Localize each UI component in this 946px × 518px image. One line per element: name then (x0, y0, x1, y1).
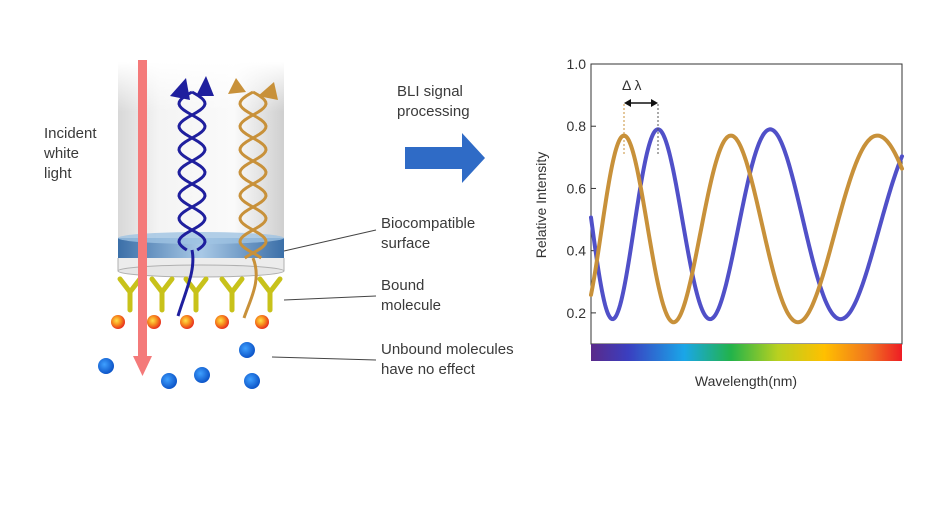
processing-label: BLI signal processing (397, 83, 470, 120)
bound-molecule-label: Bound molecule (381, 277, 442, 314)
delta-lambda-label: Δ λ (622, 77, 641, 93)
reflected-wave-dark (170, 76, 214, 317)
y-tick-label: 0.2 (567, 305, 587, 321)
series-blue-line (589, 127, 904, 322)
biocompatible-surface-label: Biocompatible surface (381, 215, 476, 252)
incident-light-beam (133, 60, 152, 376)
antibody-icon (257, 276, 283, 313)
intensity-chart: 0.2 0.4 0.6 0.8 1.0 Relative Intensity Δ λ W… (533, 56, 904, 389)
delta-lambda-marker: Δ λ (622, 77, 659, 156)
reflected-wave-gold (228, 78, 278, 319)
wavelength-spectrum-bar (591, 344, 902, 361)
antibody-icon (149, 276, 175, 313)
y-axis-label: Relative Intensity (533, 152, 549, 259)
y-tick-label: 0.8 (567, 118, 587, 134)
bound-molecule (255, 315, 269, 329)
antibody-layer (117, 276, 283, 313)
bound-molecules (111, 315, 269, 329)
leader-lines (271, 229, 377, 361)
process-arrow (405, 133, 485, 183)
y-tick-label: 1.0 (567, 56, 587, 72)
bound-molecule (111, 315, 125, 329)
y-tick-label: 0.6 (567, 180, 587, 196)
unbound-molecules (98, 342, 260, 389)
antibody-icon (219, 276, 245, 313)
bound-molecule (180, 315, 194, 329)
incident-light-label: Incident white light (44, 125, 97, 182)
antibody-icon (183, 276, 209, 313)
antibody-icon (117, 276, 143, 313)
x-axis-label: Wavelength(nm) (695, 373, 797, 389)
bound-molecule (147, 315, 161, 329)
bound-molecule (215, 315, 229, 329)
unbound-molecules-label: Unbound molecules have no effect (381, 341, 514, 378)
series-gold-line (589, 133, 904, 325)
y-tick-label: 0.4 (567, 243, 587, 259)
